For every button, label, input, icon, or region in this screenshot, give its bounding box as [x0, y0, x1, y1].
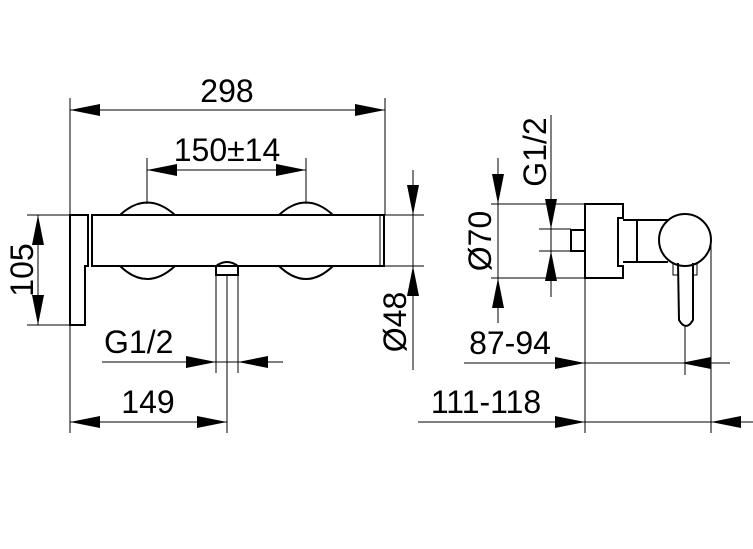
dim-105: 105	[4, 214, 70, 326]
dim-111-118: 111-118	[418, 384, 753, 428]
dim-149: 149	[70, 384, 227, 428]
side-view	[570, 203, 712, 327]
dim-149-label: 149	[121, 384, 174, 420]
side-nipple	[570, 229, 586, 252]
outlet-nut	[215, 261, 239, 276]
side-body	[623, 219, 668, 263]
mixer-body	[91, 214, 385, 267]
dim-105-label: 105	[4, 243, 40, 296]
dim-87-94-label: 87-94	[469, 325, 551, 361]
handle-knob-right	[278, 201, 334, 280]
dim-outlet-thread-label: G1/2	[104, 324, 173, 360]
side-wall-plate	[584, 203, 624, 279]
front-view	[69, 201, 385, 433]
dim-150: 150±14	[146, 132, 307, 204]
dim-side-thread: G1/2	[517, 115, 571, 297]
dim-70-label: Ø70	[462, 211, 498, 271]
dim-111-118-label: 111-118	[431, 384, 541, 420]
handle-knob-left	[119, 201, 176, 280]
dim-150-label: 150±14	[174, 132, 281, 168]
dim-298-label: 298	[200, 73, 253, 109]
dim-side-thread-label: G1/2	[517, 117, 553, 186]
lever	[677, 262, 694, 327]
handle-disc	[658, 213, 712, 267]
dim-70: Ø70	[462, 158, 585, 323]
dim-298: 298	[69, 73, 386, 433]
dim-48: Ø48	[377, 170, 424, 370]
wall-plate	[69, 214, 89, 326]
dim-outlet-thread: G1/2	[102, 324, 283, 368]
dim-87-94: 87-94	[464, 240, 730, 433]
dim-48-label: Ø48	[377, 292, 413, 352]
